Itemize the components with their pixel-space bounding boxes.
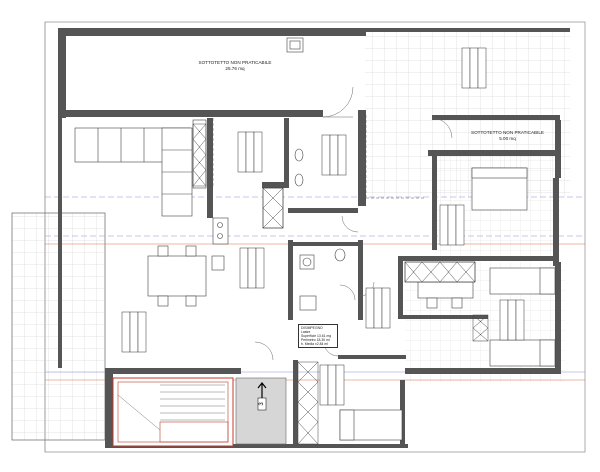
stair-tag: 3	[259, 402, 265, 406]
disimpegno-row: Lastre	[301, 330, 311, 334]
wardrobes	[192, 123, 489, 445]
disimpegno-row: Perimetro 18.30 ml	[301, 338, 330, 342]
attic-left-title: SOTTOTETTO NON PRATICABILE	[198, 60, 272, 65]
furniture	[74, 37, 556, 441]
attic-left-area: 25.76 mq	[225, 65, 245, 71]
disimpegno-title: DISIMPEGNO	[301, 326, 323, 330]
attic-right-label: SOTTOTETTO NON PRATICABILE 5.00 mq	[460, 130, 555, 141]
attic-right-title: SOTTOTETTO NON PRATICABILE	[471, 130, 544, 135]
dining-table	[147, 255, 207, 297]
dashed-guides	[212, 115, 425, 199]
disimpegno-row: h. Media ±2.84 ml	[301, 342, 328, 346]
disimpegno-info: DISIMPEGNO Lastre Superficie 13.61 mq Pe…	[298, 324, 338, 348]
disimpegno-row: Superficie 13.61 mq	[301, 334, 332, 338]
room-info-tables	[121, 47, 525, 406]
attic-right-area: 5.00 mq	[499, 135, 516, 141]
attic-left-label: SOTTOTETTO NON PRATICABILE 25.76 mq	[185, 60, 285, 71]
staircase	[112, 377, 287, 447]
walls	[58, 28, 570, 448]
